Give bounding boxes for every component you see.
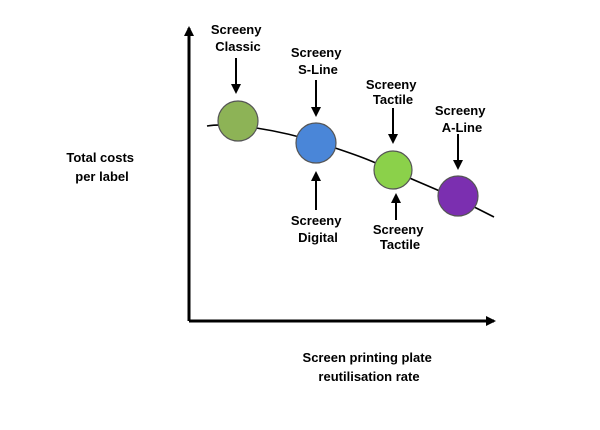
label-s-line-line-1: Screeny [291, 45, 342, 60]
label-tactile-line-2: Tactile [373, 92, 413, 107]
marker-tactile [373, 150, 413, 190]
label-a-line-line-1: Screeny [435, 103, 486, 118]
label-a-line: Screeny A-Line [435, 103, 489, 135]
label-digital-line-2: Digital [298, 230, 338, 245]
x-axis-label-line-2: reutilisation rate [318, 369, 419, 384]
label-classic-line-2: Classic [215, 39, 261, 54]
marker-a-line [437, 175, 479, 217]
label-s-line-line-2: S-Line [298, 62, 338, 77]
label-classic: Screeny Classic [211, 22, 265, 54]
label-tactile-2-line-2: Tactile [380, 237, 420, 252]
y-axis-label-line-2: per label [75, 169, 128, 184]
marker-classic [217, 100, 259, 142]
label-tactile-line-1: Screeny [366, 77, 417, 92]
y-axis-label: Total costs per label [66, 150, 137, 184]
label-s-line: Screeny S-Line [291, 45, 345, 77]
label-a-line-line-2: A-Line [442, 120, 482, 135]
label-digital: Screeny Digital [291, 213, 345, 245]
label-classic-line-1: Screeny [211, 22, 262, 37]
y-axis-label-line-1: Total costs [66, 150, 134, 165]
label-digital-line-1: Screeny [291, 213, 342, 228]
x-axis-label-line-1: Screen printing plate [303, 350, 432, 365]
x-axis-label: Screen printing plate reutilisation rate [303, 350, 436, 384]
marker-s-line [295, 122, 337, 164]
label-tactile: Screeny Tactile [366, 77, 420, 107]
label-tactile-2: Screeny Tactile [373, 222, 427, 252]
label-tactile-2-line-1: Screeny [373, 222, 424, 237]
